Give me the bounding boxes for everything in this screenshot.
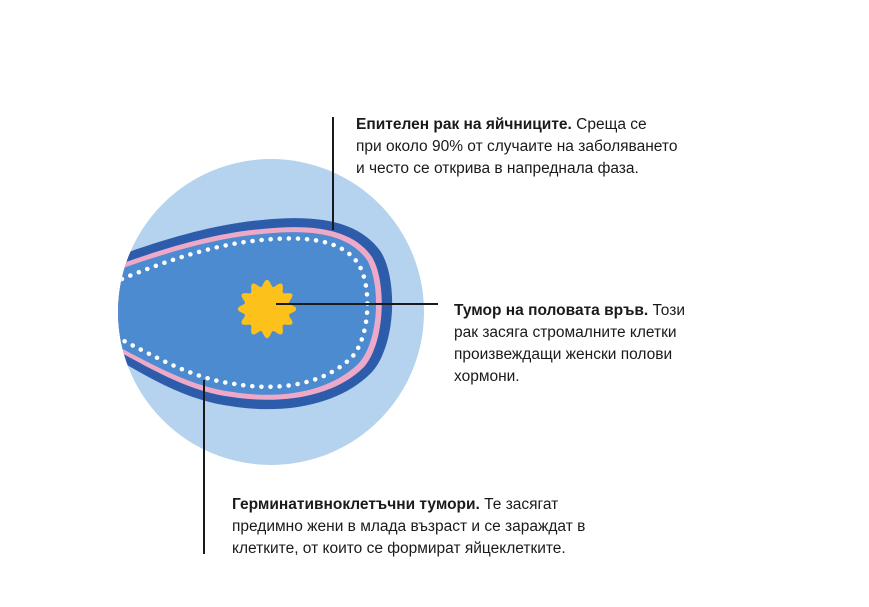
label-epithelial-cancer: Епителен рак на яйчниците. Среща се при … <box>356 114 736 180</box>
label-stromal-text-4: хормони. <box>454 368 520 385</box>
label-stromal-text-1: Този <box>648 302 686 319</box>
label-germ-title: Герминативноклетъчни тумори. <box>232 496 480 513</box>
label-epithelial-text-3: и често се открива в напреднала фаза. <box>356 160 639 177</box>
ovary-body <box>118 232 376 395</box>
label-germ-cell-tumors: Герминативноклетъчни тумори. Те засягат … <box>232 494 642 560</box>
dotted-cell-layer <box>118 236 370 390</box>
label-germ-text-2: предимно жени в млада възраст и се зараж… <box>232 518 586 535</box>
label-germ-text-3: клетките, от които се формират яйцеклетк… <box>232 540 566 557</box>
label-stromal-title: Тумор на половата връв. <box>454 302 649 319</box>
label-epithelial-text-1: Среща се <box>571 116 647 133</box>
label-stromal-text-2: рак засяга стромалните клетки <box>454 324 677 341</box>
label-stromal-text-3: произвеждащи женски полови <box>454 346 673 363</box>
label-germ-text-1: Те засягат <box>479 496 559 513</box>
label-sex-cord-tumor: Тумор на половата връв. Този рак засяга … <box>454 300 729 388</box>
label-epithelial-title: Епителен рак на яйчниците. <box>356 116 572 133</box>
stromal-tumor <box>237 279 297 339</box>
label-epithelial-text-2: при около 90% от случаите на заболяванет… <box>356 138 678 155</box>
